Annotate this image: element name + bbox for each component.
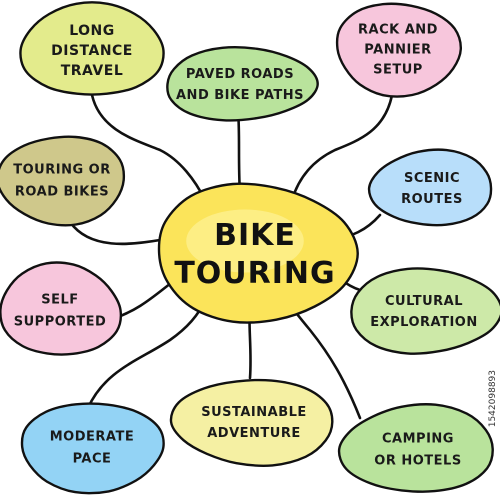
label-line: PANNIER: [364, 43, 431, 58]
label-line: OR HOTELS: [374, 454, 461, 469]
label-line: BIKE: [214, 218, 296, 253]
cultural-exploration-label: CULTURAL EXPLORATION: [370, 294, 478, 330]
label-line: LONG: [69, 23, 115, 39]
long-distance-travel-bubble: [19, 1, 165, 96]
label-line: EXPLORATION: [370, 315, 478, 330]
touring-road-bikes-label: TOURING OR ROAD BIKES: [13, 163, 110, 200]
scenic-routes-bubble: [367, 148, 493, 227]
rack-pannier-bubble: [335, 2, 463, 98]
touring-road-bikes-bubble: [0, 135, 126, 227]
label-line: CAMPING: [382, 432, 454, 447]
center-highlight: [186, 209, 304, 273]
connector-rack-pannier: [290, 93, 394, 202]
label-line: MODERATE: [50, 430, 134, 445]
label-line: TRAVEL: [61, 63, 124, 79]
label-line: ROAD BIKES: [15, 185, 109, 200]
camping-hotels-label: CAMPING OR HOTELS: [374, 432, 461, 469]
sustainable-adventure-bubble: [169, 378, 334, 467]
self-supported-bubble: [0, 261, 123, 356]
label-line: SUSTAINABLE: [201, 405, 307, 420]
labels: LONG DISTANCE TRAVEL PAVED ROADS AND BIKE PA…: [13, 23, 477, 469]
label-line: RACK AND: [358, 23, 438, 38]
label-line: SCENIC: [404, 171, 460, 186]
paved-roads-label: PAVED ROADS AND BIKE PATHS: [176, 67, 304, 103]
long-distance-travel-label: LONG DISTANCE TRAVEL: [51, 23, 133, 79]
cultural-exploration-bubble: [350, 267, 500, 355]
connector-long-distance: [90, 93, 207, 202]
scenic-routes-label: SCENIC ROUTES: [401, 171, 463, 207]
connector-touring-bikes: [68, 220, 162, 246]
moderate-pace-label: MODERATE PACE: [50, 430, 134, 467]
sustainable-adventure-label: SUSTAINABLE ADVENTURE: [201, 405, 307, 441]
moderate-pace-bubble: [20, 402, 165, 495]
connector-moderate: [86, 298, 207, 410]
rack-pannier-label: RACK AND PANNIER SETUP: [358, 23, 438, 78]
label-line: CULTURAL: [385, 294, 463, 309]
label-line: AND BIKE PATHS: [176, 88, 304, 103]
label-line: TOURING OR: [13, 163, 110, 178]
watermark-id: 1542098893: [488, 370, 498, 428]
label-line: ROUTES: [401, 192, 463, 207]
label-line: PAVED ROADS: [186, 67, 294, 82]
self-supported-label: SELF SUPPORTED: [14, 293, 107, 330]
label-line: DISTANCE: [51, 43, 133, 59]
connector-paved-roads: [236, 108, 242, 197]
label-line: SELF: [41, 293, 78, 308]
label-line: PACE: [73, 452, 112, 467]
label-line: TOURING: [174, 256, 335, 291]
label-line: SETUP: [373, 63, 423, 78]
paved-roads-bubble: [166, 46, 319, 122]
label-line: SUPPORTED: [14, 315, 107, 330]
camping-hotels-bubble: [337, 403, 494, 493]
label-line: ADVENTURE: [207, 426, 301, 441]
